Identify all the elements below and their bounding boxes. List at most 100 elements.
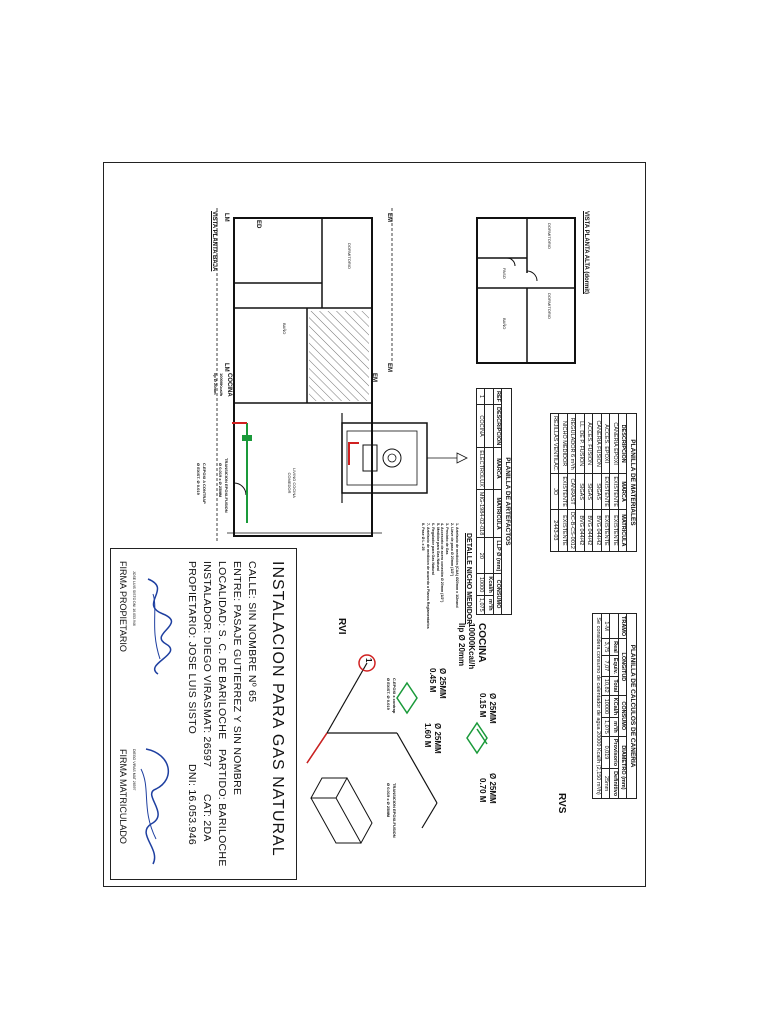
plan-cano-note-2: Ø EXIST. Ø 0.019 xyxy=(196,463,201,495)
plan-transicion-note-2: Ø 0.019 x Ø 25MM xyxy=(218,463,223,498)
table-cell: 0,019 xyxy=(601,736,610,769)
table-cell: COCINA xyxy=(476,404,485,448)
plan-gas-line xyxy=(232,422,252,523)
materiales-header: DESCRIPCION xyxy=(618,413,627,474)
table-cell: LL. DE P. FUSION xyxy=(576,413,585,474)
stamp-propietario: JOSE LUIS SISTO DNI 16.053.946 xyxy=(132,571,136,626)
artefactos-header: MARCA xyxy=(493,447,502,490)
materiales-header: MATRICULA xyxy=(618,509,627,552)
room-bano-1: BAÑO xyxy=(502,318,507,330)
plan-alta-label: VISTA PLANTA ALTA (dormit) xyxy=(583,211,589,294)
room-dormitorio-2: DORMITORIO xyxy=(547,223,552,249)
iso-cano-note-2: Ø EXIST. Ø 0.019 xyxy=(386,678,391,710)
mark-em-2: EM xyxy=(386,363,392,372)
artefactos-title: PLANILLA DE ARTEFACTOS xyxy=(502,388,512,615)
table-cell: BVG 044/42 xyxy=(576,509,585,552)
nicho-detail-svg xyxy=(341,413,468,503)
artefactos-subheader xyxy=(485,404,494,448)
iso-rvs-label: RVS xyxy=(556,793,567,814)
calculos-subheader: Equiv. xyxy=(610,655,619,677)
drawing-canvas: VISTA PLANTA ALTA (dormit) VISTA PLANTA … xyxy=(104,163,647,888)
mark-ed: ED xyxy=(255,220,261,229)
iso-diam-4: Ø 25MM xyxy=(438,668,447,699)
tb-localidad: LOCALIDAD: S. C. DE BARILOCHE xyxy=(216,561,228,740)
calculos-title: PLANILLA DE CALCULOS DE CAÑERIA xyxy=(627,613,637,799)
calculos-subheader: KCal/h xyxy=(610,695,619,718)
iso-diam-2: Ø 25MM xyxy=(488,773,497,804)
artefactos-subheader xyxy=(485,447,494,490)
stamp-matriculado: DIEGO VIRAS MAT 26597 xyxy=(132,749,136,791)
calculos-subheader: Real xyxy=(610,638,619,656)
room-paso: PASO xyxy=(502,268,507,279)
tb-cat: CAT: 2DA xyxy=(201,794,213,842)
table-cell: ELECTROLUX xyxy=(476,447,485,490)
mark-lm-bottom: LM xyxy=(223,363,229,372)
table-cell: 10,82 xyxy=(601,676,610,696)
signature-matriculado xyxy=(140,748,170,865)
table-cell: DC-B-CS-0012 xyxy=(567,509,576,552)
table-cell: 25mm xyxy=(601,768,610,799)
iso-len-4: 0.45 M xyxy=(428,668,437,693)
artefactos-subheader xyxy=(485,537,494,574)
table-cell: 1 xyxy=(476,388,485,405)
table-cell: 7,07 xyxy=(601,655,610,677)
calculos-subheader xyxy=(610,613,619,639)
table-cell: 10000 xyxy=(601,695,610,718)
table-cell: 1-M xyxy=(601,613,610,639)
tb-mat: MAT: 26597 xyxy=(201,709,213,768)
table-cell: 10000 xyxy=(476,573,485,596)
table-cell: CAÑERIA FUSION xyxy=(593,413,602,474)
table-cell: BVG 044/42 xyxy=(593,509,602,552)
tb-calle: CALLE: SIN NOMBRE Nº 65 xyxy=(246,561,258,703)
iso-ref-number: 1 xyxy=(364,658,373,663)
table-cell: ACCES. EPOXI xyxy=(601,413,610,474)
materiales-title: PLANILLA DE MATERIALES xyxy=(627,413,637,552)
calculos-header: CONSUMO xyxy=(618,695,627,737)
calculos-header: DIAMETRO (mm) xyxy=(618,736,627,799)
tb-entre: ENTRE: PASAJE GUTIERREZ Y SIN NOMBRE xyxy=(231,561,243,796)
artefactos-header: MATRICULA xyxy=(493,489,502,538)
artefactos-header: REF xyxy=(493,388,502,405)
table-cell: 3,75 xyxy=(601,638,610,656)
table-cell: EXISTENTE xyxy=(610,509,619,552)
iso-cocina-kcal: 10000Kcal/h xyxy=(467,623,476,670)
plan-cano-note-1: C.EPOXI A CONTRAP xyxy=(202,463,207,504)
plan-transicion-note-1: TRANSICION EPOXI-FUSION xyxy=(224,458,229,513)
medidor-box xyxy=(310,776,373,845)
artefactos-subheader xyxy=(485,489,494,538)
table-cell: JO xyxy=(550,473,559,510)
calculos-subheader: m³/h xyxy=(610,717,619,737)
floor-plans-svg xyxy=(216,208,576,543)
rvs-icon xyxy=(466,721,488,755)
iso-cocina-llp: llp Ø 20mm xyxy=(457,623,466,667)
mark-lm-top: LM xyxy=(223,213,229,222)
title-block: INSTALACION PARA GAS NATURAL CALLE: SIN … xyxy=(110,548,297,880)
iso-len-3: 1.60 M xyxy=(423,723,432,748)
signature-propietario xyxy=(147,578,173,675)
table-cell: EXISTENTE xyxy=(601,473,610,510)
iso-trans-note-1: TRANSICION EPOXI-FUSION xyxy=(392,783,397,838)
table-cell: SIGAS xyxy=(593,473,602,510)
drawing-sheet: VISTA PLANTA ALTA (dormit) VISTA PLANTA … xyxy=(103,162,646,887)
table-cell: EXISTENTE xyxy=(559,509,568,552)
calculos-subheader: Provisorio xyxy=(610,736,619,769)
table-cell: EXISTENTE xyxy=(610,473,619,510)
iso-trans-note-2: Ø 0.019 x Ø 25MM xyxy=(386,783,391,818)
plan-cocina-kcal: 10000Kcal/h xyxy=(219,373,224,397)
room-bano-2: BAÑO xyxy=(282,323,287,335)
tb-title: INSTALACION PARA GAS NATURAL xyxy=(269,561,286,857)
iso-len-2: 0.70 M xyxy=(478,778,487,803)
mark-em-1: EM xyxy=(386,213,392,222)
table-cell: MIG-1984-02-018 xyxy=(476,489,485,538)
table-cell: 1,075 xyxy=(601,717,610,737)
iso-cocina-label: COCINA xyxy=(476,623,487,663)
